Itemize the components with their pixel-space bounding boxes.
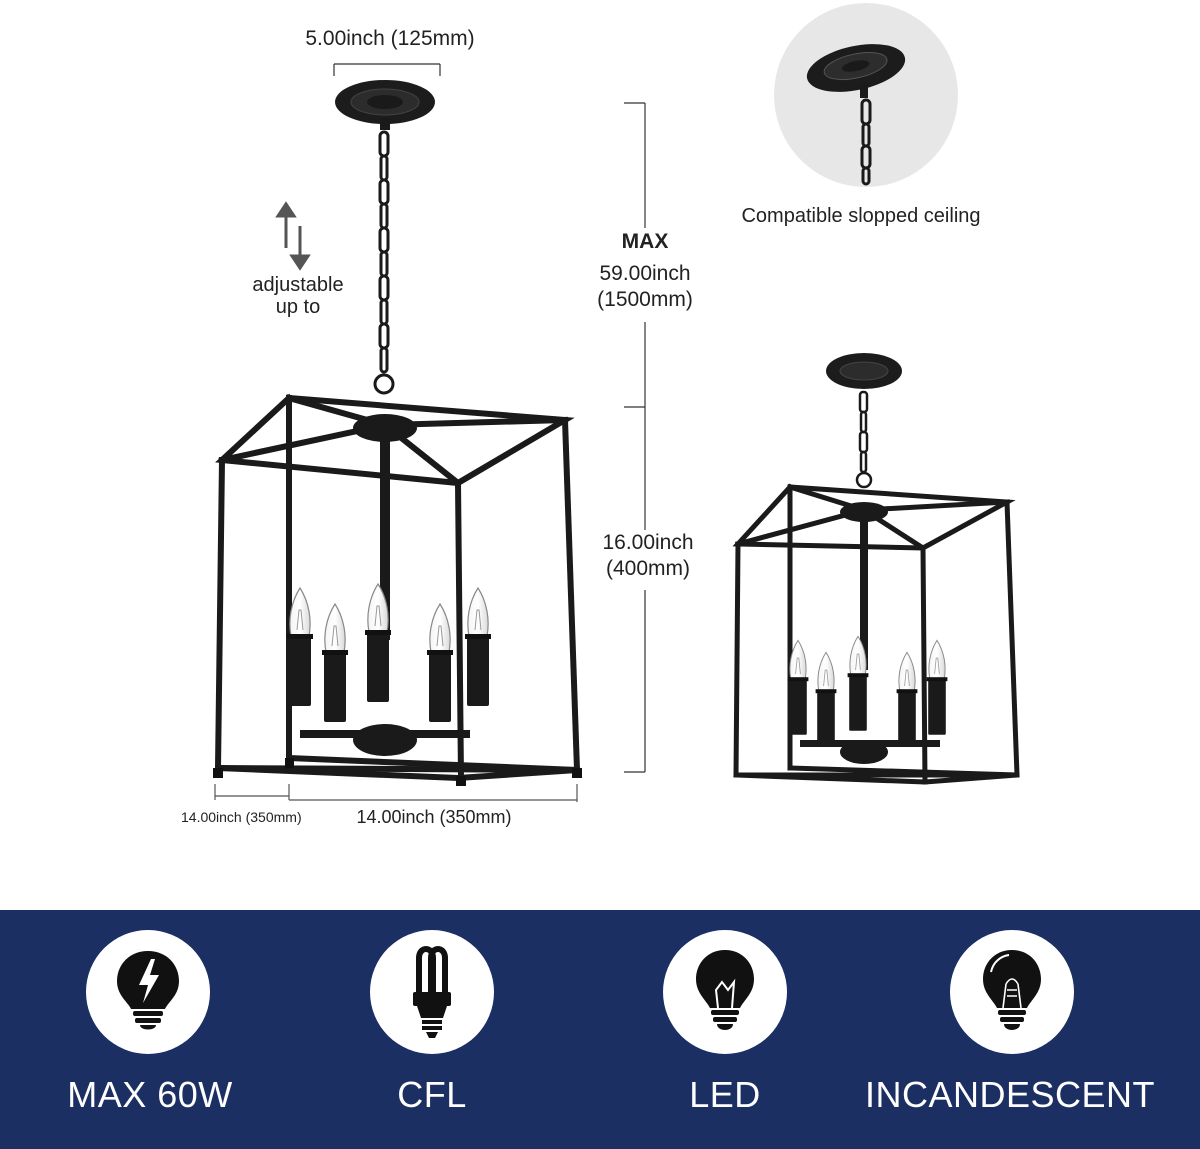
bulb-type-led: LED <box>575 910 875 1149</box>
secondary-fixture <box>732 353 1020 785</box>
bulb-compatibility-band: MAX 60W CFL <box>0 910 1200 1149</box>
adjustable-label: adjustable <box>252 274 344 296</box>
sloped-ceiling-detail <box>774 3 958 187</box>
bulb-type-incandescent: INCANDESCENT <box>860 910 1160 1149</box>
main-fixture <box>213 80 582 786</box>
width-label: 14.00inch (350mm) <box>356 807 512 827</box>
body-height-metric: (400mm) <box>605 557 691 580</box>
bulb-type-max-60w: MAX 60W <box>0 910 300 1149</box>
incandescent-bulb-icon <box>950 930 1074 1054</box>
bulb-type-label: CFL <box>397 1074 467 1115</box>
adjustable-up-to-label: up to <box>275 296 321 318</box>
cfl-bulb-icon <box>370 930 494 1054</box>
sloped-ceiling-caption: Compatible slopped ceiling <box>741 205 981 227</box>
canopy-width-dimension <box>333 63 441 76</box>
max-height-metric: (1500mm) <box>597 288 693 311</box>
lightning-bulb-icon <box>86 930 210 1054</box>
bulb-type-label: INCANDESCENT <box>864 1074 1156 1115</box>
body-height-value: 16.00inch <box>602 531 694 554</box>
max-heading: MAX <box>621 230 669 253</box>
canopy-width-label: 5.00inch (125mm) <box>305 27 475 50</box>
max-height-value: 59.00inch <box>599 262 691 285</box>
fixture-illustration <box>213 3 1020 802</box>
base-dimension <box>214 784 578 802</box>
adjustable-arrows-icon <box>275 201 311 271</box>
height-dimension <box>624 102 646 773</box>
led-bulb-icon <box>663 930 787 1054</box>
bulb-type-cfl: CFL <box>282 910 582 1149</box>
bulb-type-label: MAX 60W <box>67 1074 233 1115</box>
depth-label: 14.00inch (350mm) <box>181 809 302 825</box>
bulb-type-label: LED <box>689 1074 761 1115</box>
